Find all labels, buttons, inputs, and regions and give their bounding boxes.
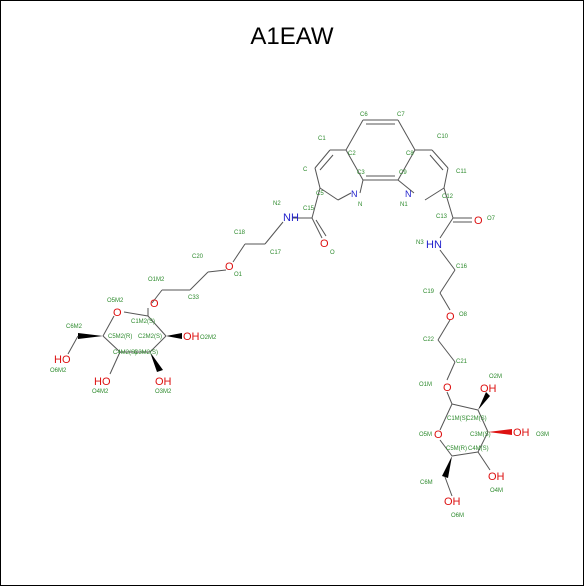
label-c2m: C2M(S) xyxy=(466,416,487,422)
label-n: N xyxy=(358,202,362,208)
label-c3m2: C3M2(S) xyxy=(134,350,158,356)
label-o2m2: O2M2 xyxy=(200,335,217,341)
label-o7: O7 xyxy=(487,216,496,222)
right-chain-bonds xyxy=(437,187,472,381)
label-c13: C13 xyxy=(436,214,448,220)
molecule-title: A1EAW xyxy=(250,23,334,50)
label-c5m2: C5M2(R) xyxy=(108,334,132,340)
label-c9: C9 xyxy=(399,170,407,176)
label-c11: C11 xyxy=(456,169,467,175)
label-c6m2: C6M2 xyxy=(66,324,83,330)
label-c10: C10 xyxy=(437,134,449,140)
atom-name-labels: C1 C6 C7 C10 C C2 C3 C8 C9 C11 C5 N N1 C… xyxy=(50,112,549,519)
label-o2m: O2M xyxy=(489,374,502,380)
label-o6m: O6M xyxy=(451,513,464,519)
atom-o-amide-left: O xyxy=(320,238,329,250)
left-sugar-bonds xyxy=(67,308,182,375)
label-c18: C18 xyxy=(234,230,246,236)
label-n3: N3 xyxy=(416,240,424,246)
label-c7: C7 xyxy=(397,112,405,118)
label-o3m2: O3M2 xyxy=(155,389,172,395)
label-c8: C8 xyxy=(406,151,414,157)
label-c15: C15 xyxy=(303,206,315,212)
atom-oh-3-right: OH xyxy=(513,427,530,439)
atom-n-left: N xyxy=(351,189,358,199)
label-c4m: C4M(S) xyxy=(468,446,489,452)
label-c19: C19 xyxy=(423,289,435,295)
label-c3m: C3M(S) xyxy=(470,432,491,438)
label-c6: C6 xyxy=(360,112,368,118)
label-c4m2: C4M2(S) xyxy=(113,350,137,356)
label-c12: C12 xyxy=(442,194,454,200)
atom-o-glyco-left: O xyxy=(150,298,159,310)
label-o4m2: O4M2 xyxy=(92,389,109,395)
atom-o-amide-right: O xyxy=(474,215,483,227)
label-c17: C17 xyxy=(270,250,282,256)
atom-o-ring-right: O xyxy=(434,429,443,441)
label-c2: C2 xyxy=(348,151,356,157)
atom-oh-3-left: OH xyxy=(155,376,172,388)
label-c20: C20 xyxy=(192,254,204,260)
label-o4m: O4M xyxy=(490,488,503,494)
atom-nh-left: NH xyxy=(283,212,299,224)
label-o3m: O3M xyxy=(536,432,549,438)
label-o5m2: O5M2 xyxy=(107,298,124,304)
atom-n-right: N xyxy=(405,189,412,199)
phenanthroline-bonds xyxy=(314,119,449,201)
label-c1m2: C1M2(S) xyxy=(131,319,155,325)
atom-o-ring-left: O xyxy=(113,307,122,319)
label-c6m: C6M xyxy=(420,480,433,486)
label-c2m2: C2M2(S) xyxy=(138,334,162,340)
label-c21: C21 xyxy=(456,359,468,365)
label-c1m: C1M(S) xyxy=(447,416,468,422)
atom-nh-right: HN xyxy=(426,239,442,251)
atom-oh-6-right: OH xyxy=(444,496,461,508)
atom-oh-4-right: OH xyxy=(488,471,505,483)
label-o-amide: O xyxy=(330,250,335,256)
atom-ho-6-left: HO xyxy=(54,354,71,366)
label-c5: C5 xyxy=(316,191,324,197)
label-o6m2: O6M2 xyxy=(50,368,67,374)
atom-o-ether-left: O xyxy=(225,261,234,273)
atom-oh-2-right: OH xyxy=(480,383,497,395)
atom-o-glyco-right: O xyxy=(443,382,452,394)
label-o1: O1 xyxy=(234,272,243,278)
label-n2: N2 xyxy=(273,201,281,207)
label-c3: C3 xyxy=(357,170,365,176)
label-n1: N1 xyxy=(400,202,408,208)
label-c1: C1 xyxy=(318,136,326,142)
label-c: C xyxy=(303,167,308,173)
label-c33: C33 xyxy=(188,295,200,301)
atom-o-ether-right: O xyxy=(446,311,455,323)
atom-oh-2-left: OH xyxy=(183,331,200,343)
label-o5m: O5M xyxy=(419,432,432,438)
right-sugar-bonds xyxy=(439,391,512,497)
label-c16: C16 xyxy=(456,264,468,270)
label-o1m2: O1M2 xyxy=(148,277,165,283)
label-c22: C22 xyxy=(423,337,435,343)
left-chain-bonds xyxy=(151,187,327,304)
label-c5m: C5M(R) xyxy=(446,446,467,452)
label-o1m: O1M xyxy=(419,382,432,388)
atom-ho-4-left: HO xyxy=(94,376,111,388)
label-o8: O8 xyxy=(459,312,468,318)
